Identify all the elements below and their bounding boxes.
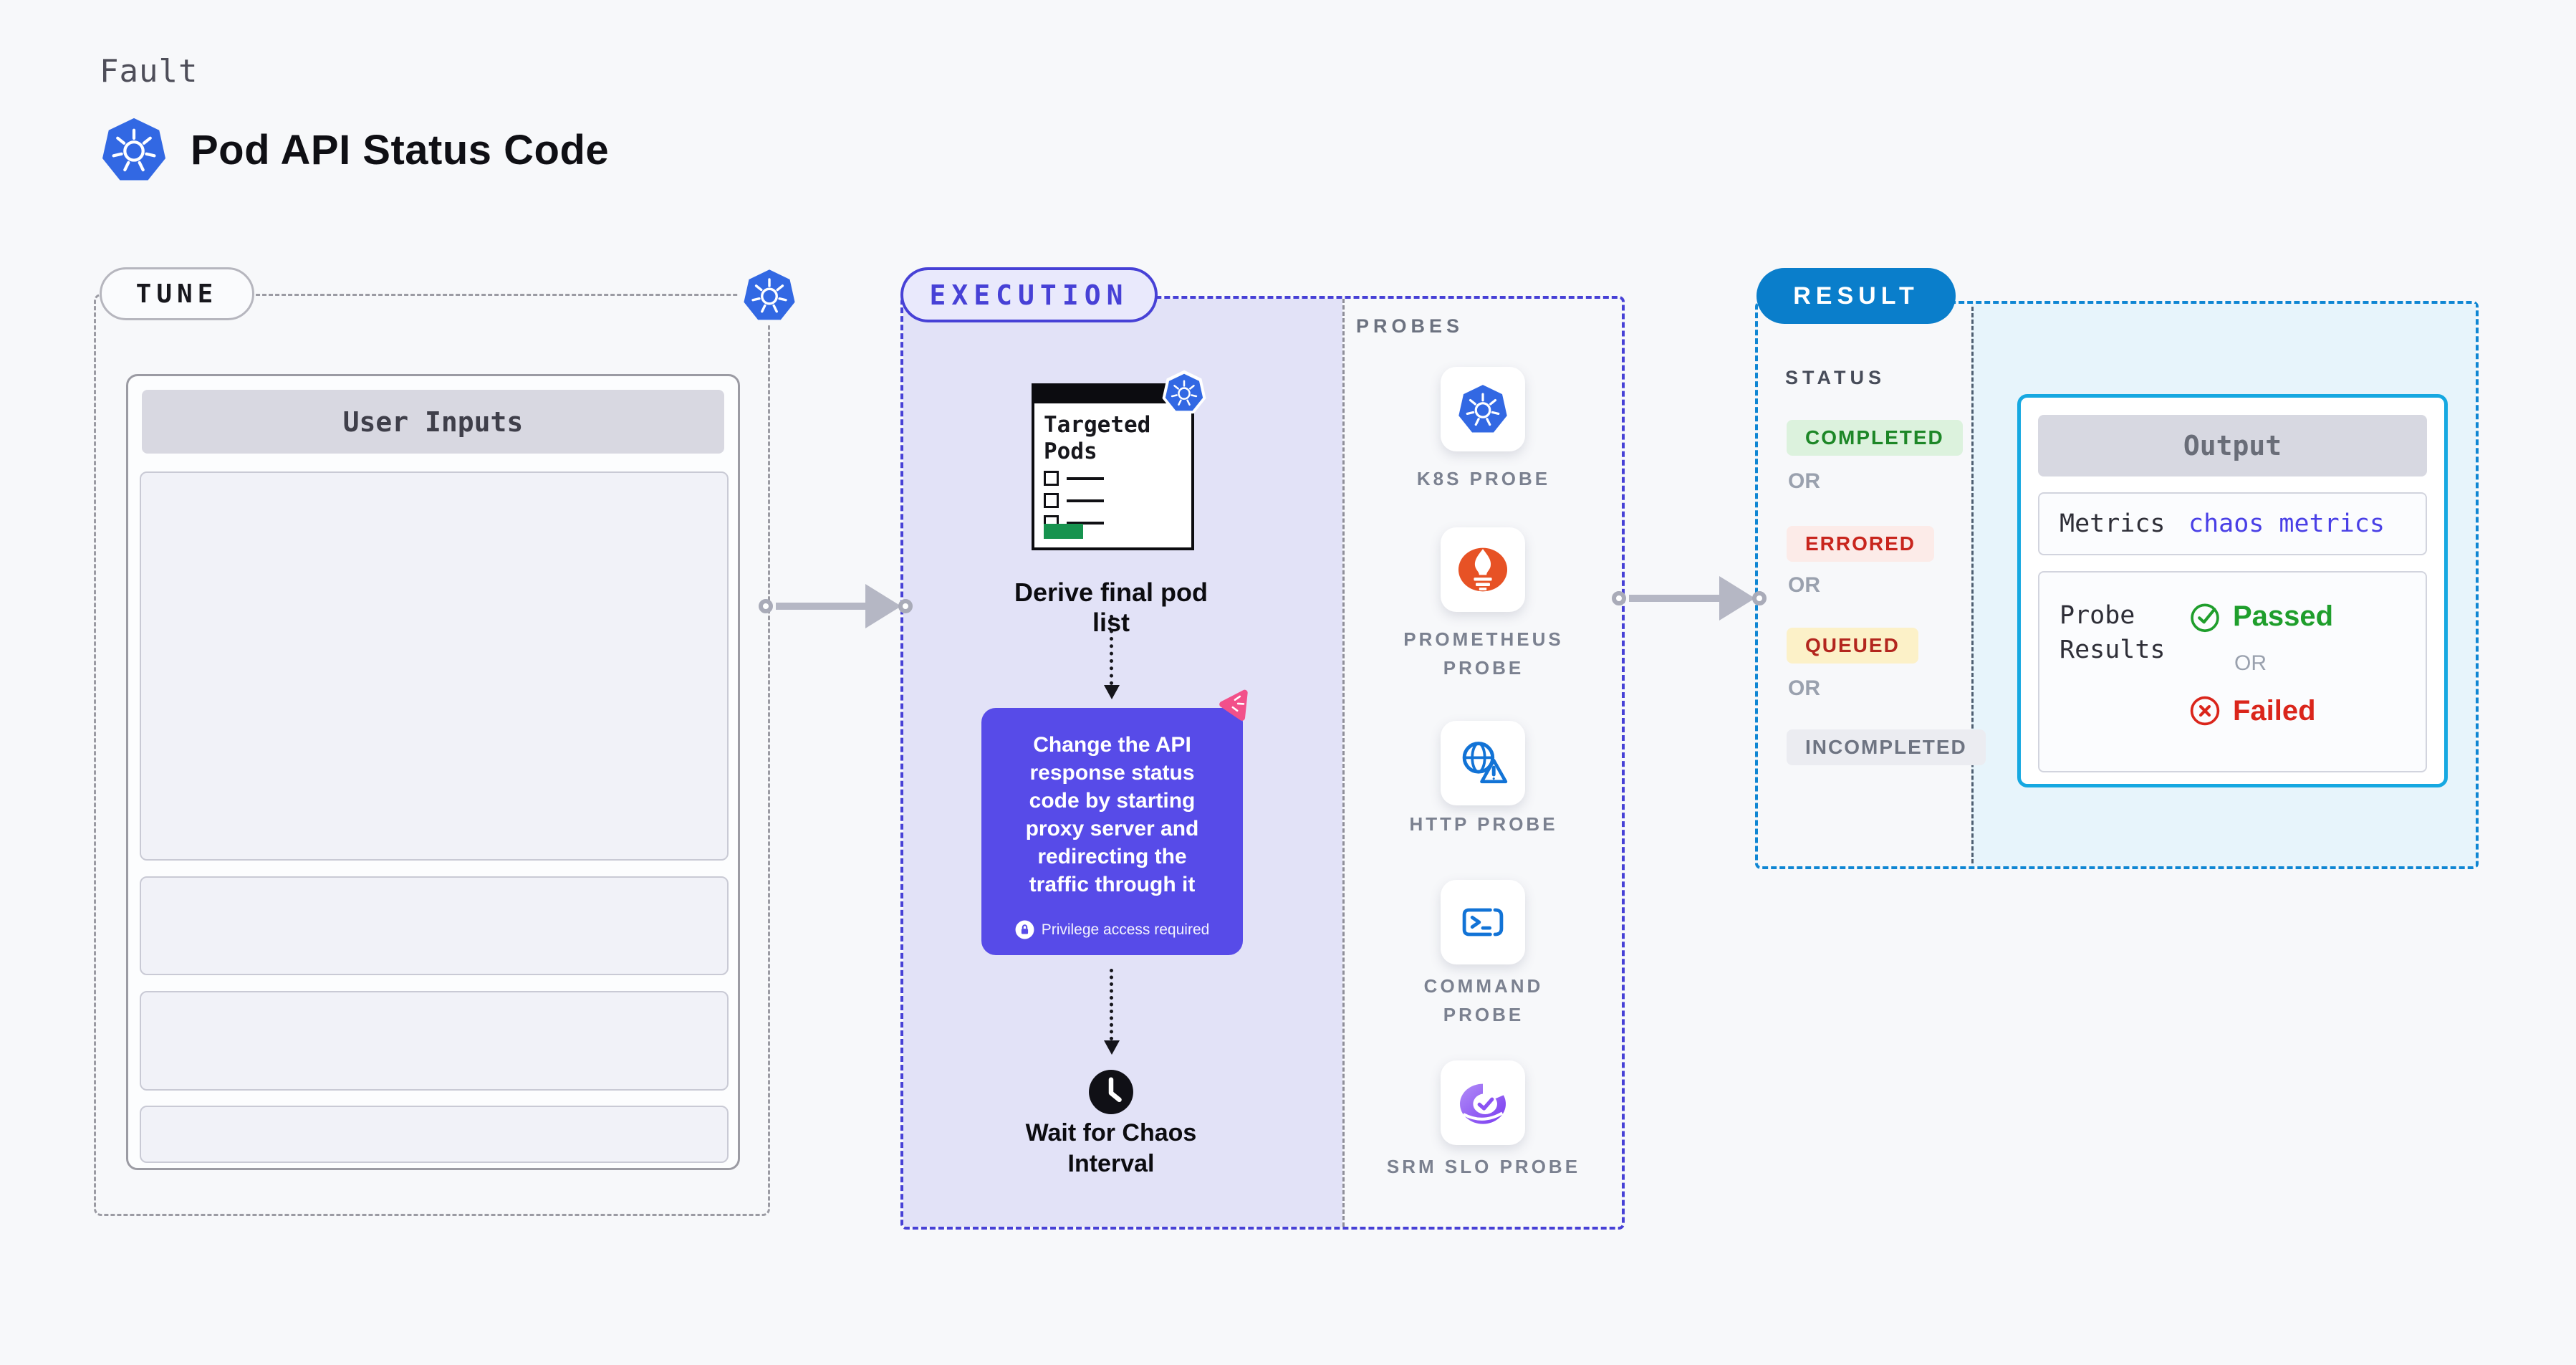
list-line bbox=[1067, 499, 1104, 502]
page-title: Pod API Status Code bbox=[191, 126, 610, 173]
flow-connector-arrowhead bbox=[1104, 1040, 1120, 1055]
tune-badge: TUNE bbox=[100, 267, 254, 320]
targeted-pods-card: Targeted Pods bbox=[1032, 383, 1194, 550]
chaos-action-card: Change the API response status code by s… bbox=[981, 708, 1243, 955]
tuneables-row bbox=[140, 471, 729, 861]
slo-pie-check-icon bbox=[1454, 1074, 1512, 1131]
arrow-head bbox=[865, 583, 901, 628]
tune-to-execution-arrow bbox=[759, 583, 913, 628]
arrow-line bbox=[776, 602, 873, 610]
green-button bbox=[1044, 524, 1083, 539]
prometheus-icon bbox=[1456, 543, 1509, 596]
probe-card-srm-slo bbox=[1441, 1060, 1525, 1145]
targeted-pods-title: Targeted Pods bbox=[1044, 412, 1151, 464]
check-circle-icon bbox=[2188, 600, 2221, 633]
failed-item: Failed bbox=[2188, 694, 2333, 727]
checkbox-icon bbox=[1044, 493, 1059, 508]
page-title-row: Pod API Status Code bbox=[100, 116, 609, 183]
probe-label: SRM SLO PROBE bbox=[1386, 1156, 1581, 1177]
checkbox-icon bbox=[1044, 471, 1059, 486]
arrow-head bbox=[1719, 575, 1755, 621]
flow-connector bbox=[1110, 969, 1113, 1040]
probe-results-label: Probe Results bbox=[2060, 601, 2166, 664]
flow-connector-arrowhead bbox=[1104, 685, 1120, 699]
arrow-endpoint bbox=[759, 598, 773, 613]
clock-icon bbox=[1085, 1066, 1137, 1118]
privilege-label: Privilege access required bbox=[1041, 921, 1210, 938]
arrow-endpoint bbox=[1752, 590, 1767, 605]
pod-checklist bbox=[1044, 471, 1104, 530]
lock-icon bbox=[1015, 920, 1034, 939]
derive-pod-list-label: Derive final pod list bbox=[1014, 578, 1208, 637]
arrow-endpoint bbox=[898, 598, 913, 613]
wait-chaos-interval-label: Wait for Chaos Interval bbox=[1025, 1119, 1197, 1177]
user-inputs-header: User Inputs bbox=[142, 390, 724, 454]
socket-path-row bbox=[140, 991, 729, 1091]
output-card: Output Metrics chaos metrics Probe Resul… bbox=[2017, 394, 2448, 787]
probe-label: K8S PROBE bbox=[1416, 468, 1551, 489]
failed-label: Failed bbox=[2233, 694, 2316, 727]
passed-item: Passed bbox=[2188, 600, 2333, 633]
output-or-label: OR bbox=[2234, 651, 2267, 675]
kubernetes-icon bbox=[1457, 383, 1509, 435]
fault-kicker: Fault bbox=[100, 53, 198, 90]
flow-connector bbox=[1110, 615, 1113, 685]
execution-to-result-arrow bbox=[1612, 575, 1767, 621]
probe-card-prometheus bbox=[1441, 527, 1525, 612]
probe-results-content: Passed OR Failed bbox=[2188, 573, 2333, 727]
execution-badge: EXECUTION bbox=[900, 267, 1158, 322]
arrow-endpoint bbox=[1612, 590, 1626, 605]
probes-divider bbox=[1342, 299, 1345, 1227]
metrics-label: Metrics bbox=[2060, 509, 2166, 538]
passed-label: Passed bbox=[2233, 600, 2334, 632]
sequence-row bbox=[140, 1106, 729, 1163]
status-badge-incompleted: INCOMPLETED bbox=[1787, 729, 1986, 765]
status-column-label: STATUS bbox=[1785, 367, 1885, 388]
http-globe-warning-icon bbox=[1456, 736, 1510, 790]
status-badge-queued: QUEUED bbox=[1787, 628, 1918, 664]
chaos-action-text: Change the API response status code by s… bbox=[1025, 733, 1199, 896]
litmus-chaos-icon bbox=[1216, 686, 1254, 724]
terminal-icon bbox=[1456, 896, 1509, 949]
kubernetes-icon bbox=[100, 116, 168, 183]
status-or-label: OR bbox=[1788, 676, 1820, 700]
status-or-label: OR bbox=[1788, 469, 1820, 493]
result-divider bbox=[1971, 307, 1974, 863]
pod-list-item bbox=[1044, 493, 1104, 508]
output-header: Output bbox=[2038, 415, 2427, 476]
tune-section-box bbox=[94, 294, 770, 1216]
status-badge-errored: ERRORED bbox=[1787, 526, 1935, 562]
probe-card-command bbox=[1441, 880, 1525, 964]
status-badge-completed: COMPLETED bbox=[1787, 420, 1963, 456]
tune-corner bbox=[739, 265, 799, 325]
probe-card-http bbox=[1441, 721, 1525, 805]
metrics-value: chaos metrics bbox=[2188, 509, 2385, 538]
probe-label: COMMAND PROBE bbox=[1423, 975, 1544, 1025]
x-circle-icon bbox=[2188, 694, 2221, 727]
container-runtime-row bbox=[140, 876, 729, 975]
metrics-row: Metrics chaos metrics bbox=[2038, 492, 2427, 555]
status-or-label: OR bbox=[1788, 573, 1820, 597]
list-line bbox=[1067, 521, 1104, 525]
arrow-line bbox=[1629, 594, 1726, 602]
probes-column-label: PROBES bbox=[1356, 315, 1464, 337]
kubernetes-icon bbox=[742, 268, 797, 322]
result-badge: RESULT bbox=[1756, 268, 1956, 324]
pod-list-item bbox=[1044, 471, 1104, 486]
probe-label: PROMETHEUS PROBE bbox=[1403, 628, 1564, 679]
privilege-row: Privilege access required bbox=[981, 920, 1243, 939]
probe-results-row: Probe Results Passed OR Failed bbox=[2038, 571, 2427, 772]
probe-card-k8s bbox=[1441, 367, 1525, 451]
kubernetes-icon bbox=[1160, 369, 1208, 416]
probe-label: HTTP PROBE bbox=[1409, 813, 1558, 835]
list-line bbox=[1067, 476, 1104, 480]
